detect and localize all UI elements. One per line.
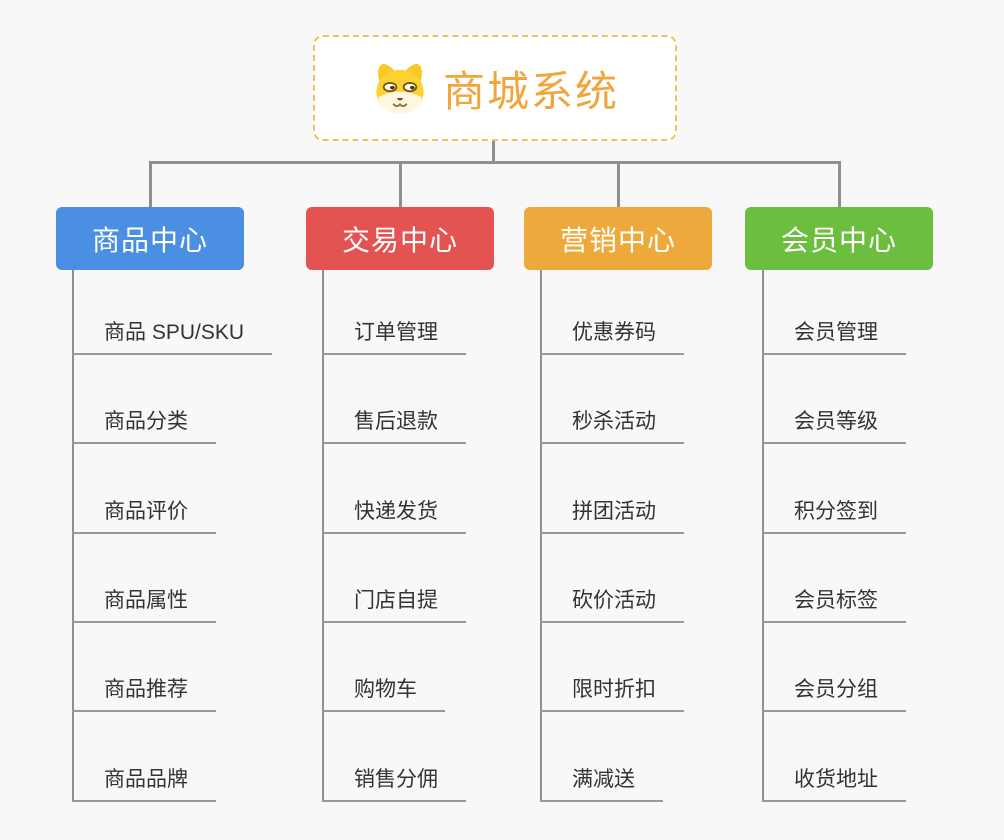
leaf-node[interactable]: 门店自提 xyxy=(322,588,466,623)
leaf-node[interactable]: 商品品牌 xyxy=(72,767,216,802)
branch-children-marketing: 优惠券码 秒杀活动 拼团活动 砍价活动 限时折扣 满减送 xyxy=(540,270,772,802)
leaf-node[interactable]: 会员分组 xyxy=(762,677,906,712)
branch-label: 交易中心 xyxy=(341,224,458,256)
leaf-node[interactable]: 收货地址 xyxy=(762,767,906,802)
connector-drop-marketing xyxy=(617,161,620,207)
leaf-node[interactable]: 会员等级 xyxy=(762,409,906,444)
branch-node-marketing-center[interactable]: 营销中心 xyxy=(524,207,712,270)
connector-drop-member xyxy=(838,161,841,207)
connector-drop-trade xyxy=(399,161,402,207)
branch-label: 营销中心 xyxy=(559,224,676,256)
branch-children-member: 会员管理 会员等级 积分签到 会员标签 会员分组 收货地址 xyxy=(762,270,994,802)
leaf-node[interactable]: 销售分佣 xyxy=(322,767,466,802)
leaf-node[interactable]: 拼团活动 xyxy=(540,499,684,534)
connector-root-stem xyxy=(492,140,495,163)
branch-node-product-center[interactable]: 商品中心 xyxy=(56,207,244,270)
root-title: 商城系统 xyxy=(442,67,619,115)
leaf-node[interactable]: 订单管理 xyxy=(322,320,466,355)
leaf-node[interactable]: 商品属性 xyxy=(72,588,216,623)
leaf-node[interactable]: 会员管理 xyxy=(762,320,906,355)
leaf-node[interactable]: 秒杀活动 xyxy=(540,409,684,444)
leaf-node[interactable]: 优惠券码 xyxy=(540,320,684,355)
leaf-node[interactable]: 商品 SPU/SKU xyxy=(72,320,273,355)
leaf-node[interactable]: 积分签到 xyxy=(762,499,906,534)
leaf-node[interactable]: 商品分类 xyxy=(72,409,216,444)
branch-node-trade-center[interactable]: 交易中心 xyxy=(306,207,494,270)
leaf-node[interactable]: 购物车 xyxy=(322,677,445,712)
branch-label: 会员中心 xyxy=(780,224,897,256)
connector-drop-product xyxy=(149,161,152,207)
root-node[interactable]: 商城系统 xyxy=(313,35,677,141)
leaf-node[interactable]: 砍价活动 xyxy=(540,588,684,623)
leaf-node[interactable]: 商品评价 xyxy=(72,499,216,534)
branch-children-trade: 订单管理 售后退款 快递发货 门店自提 购物车 销售分佣 xyxy=(322,270,554,802)
branch-children-product: 商品 SPU/SKU 商品分类 商品评价 商品属性 商品推荐 商品品牌 xyxy=(72,270,304,802)
leaf-node[interactable]: 会员标签 xyxy=(762,588,906,623)
leaf-node[interactable]: 快递发货 xyxy=(322,499,466,534)
dog-face-icon xyxy=(371,59,429,117)
leaf-node[interactable]: 商品推荐 xyxy=(72,677,216,712)
branch-node-member-center[interactable]: 会员中心 xyxy=(745,207,933,270)
leaf-node[interactable]: 限时折扣 xyxy=(540,677,684,712)
connector-bus xyxy=(149,161,841,164)
leaf-node[interactable]: 售后退款 xyxy=(322,409,466,444)
leaf-node[interactable]: 满减送 xyxy=(540,767,663,802)
branch-label: 商品中心 xyxy=(91,224,208,256)
